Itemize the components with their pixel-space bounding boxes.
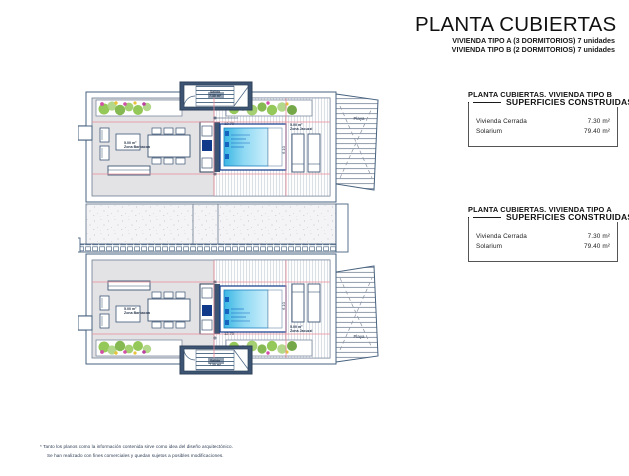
header-dash [473,216,501,218]
surface-table-header-label: SUPERFICIES CONSTRUIDAS [504,97,629,107]
surface-table-title: PLANTA CUBIERTAS. VIVIENDA TIPO A [468,205,612,214]
row-value: 79.40 m² [583,127,610,135]
furniture-sunbeds-lower [291,283,321,323]
header-dash [473,101,501,103]
room-label-jacuzzi-lower-name: Zona Jacuzzi [290,329,312,333]
furniture-lounge-upper [99,127,151,176]
surface-table-header: SUPERFICIES CONSTRUIDAS [469,212,629,222]
surface-table-tipo-a: PLANTA CUBIERTAS. VIVIENDA TIPO A SUPERF… [468,205,629,262]
upper-unit: Playa 12.70 6.10 5.00 m² Zona Barbacoa 5… [78,81,379,203]
room-label-barbacoa-upper: 5.00 m² Zona Barbacoa [124,141,151,149]
row-value: 7.30 m² [587,118,610,125]
stair-volume-upper [179,81,253,111]
footnote-line-2: Se han realizado con fines comerciales y… [47,452,224,458]
surface-table-tipo-b: PLANTA CUBIERTAS. VIVIENDA TIPO B SUPERF… [468,90,629,147]
table-row: Solarium 79.40 m² [476,127,610,137]
central-gravel-band [78,203,349,253]
row-label: Solarium [476,127,503,135]
pool-upper [219,123,287,171]
room-label-jacuzzi-upper: 5.00 m² Zona Jacuzzi [290,123,312,131]
dimension-horizontal-lower: 12.70 [224,331,235,336]
dimension-vertical-lower: 6.10 [281,301,286,310]
row-label: Vivienda Cerrada [476,233,527,240]
row-label: Vivienda Cerrada [476,118,527,125]
room-label-jacuzzi-lower-area: 5.00 m² [290,325,303,329]
svg-text:Zona Jacuzzi: Zona Jacuzzi [290,127,312,131]
svg-text:5.00 m²: 5.00 m² [290,123,303,127]
subtitle-tipo-b: VIVIENDA TIPO B (2 DORMITORIOS) 7 unidad… [451,45,615,55]
planting-upper-left [98,101,152,116]
floor-plan-drawing: Playa 12.70 6.10 5.00 m² Zona Barbacoa 5… [78,78,398,378]
furniture-dining-lower [147,291,191,329]
lower-unit [78,253,379,375]
svg-text:Salida: Salida [210,90,220,94]
surface-table-header-label: SUPERFICIES CONSTRUIDAS [504,212,629,222]
furniture-lounge-lower [99,280,151,329]
stair-label-lower: Salida [210,359,220,363]
svg-text:7.30 m²: 7.30 m² [209,94,222,98]
stair-volume-lower [179,345,253,375]
planting-lower-left [98,340,152,355]
row-label: Solarium [476,242,503,250]
svg-text:Zona Barbacoa: Zona Barbacoa [124,145,151,149]
barbecue-block-lower [199,283,220,335]
dimension-vertical-upper: 6.10 [281,145,286,154]
surface-table-header: SUPERFICIES CONSTRUIDAS [469,97,629,107]
row-value: 7.30 m² [587,233,610,240]
lower-unit-labels: 12.70 6.10 5.00 m² Zona Barbacoa 5.00 m²… [124,301,365,367]
pool-lower [219,285,287,333]
beach-fan-lower [335,265,379,363]
page-title: PLANTA CUBIERTAS [415,13,617,36]
subtitle-tipo-a: VIVIENDA TIPO A (3 DORMITORIOS) 7 unidad… [452,35,615,45]
beach-fan-upper: Playa [335,93,379,191]
surface-table-body: SUPERFICIES CONSTRUIDAS Vivienda Cerrada… [468,212,629,262]
stair-area-lower: 7.30 m² [209,363,222,367]
stair-label-upper: Salida 7.30 m² [209,90,222,98]
table-row: Solarium 79.40 m² [476,242,610,252]
dimension-horizontal-upper: 12.70 [224,121,235,126]
barbecue-block-upper [199,121,220,173]
title-block: PLANTA CUBIERTAS VIVIENDA TIPO A (3 DORM… [415,13,617,55]
footnote-line-1: * Tanto los planos como la información c… [40,444,233,450]
row-value: 79.40 m² [583,242,610,250]
surface-table-title: PLANTA CUBIERTAS. VIVIENDA TIPO B [468,90,613,99]
furniture-dining-upper [147,127,191,165]
svg-text:5.00 m²: 5.00 m² [124,141,137,145]
room-label-barbacoa-lower-area: 5.00 m² [124,307,137,311]
table-row: Vivienda Cerrada 7.30 m² [476,232,610,242]
furniture-sunbeds-upper [291,133,321,173]
beach-label-lower: Playa [354,334,366,339]
surface-table-body: SUPERFICIES CONSTRUIDAS Vivienda Cerrada… [468,97,629,147]
beach-label: Playa [354,116,366,121]
table-row: Vivienda Cerrada 7.30 m² [476,117,610,127]
footnote: * Tanto los planos como la información c… [40,443,370,460]
room-label-barbacoa-lower-name: Zona Barbacoa [124,311,151,315]
